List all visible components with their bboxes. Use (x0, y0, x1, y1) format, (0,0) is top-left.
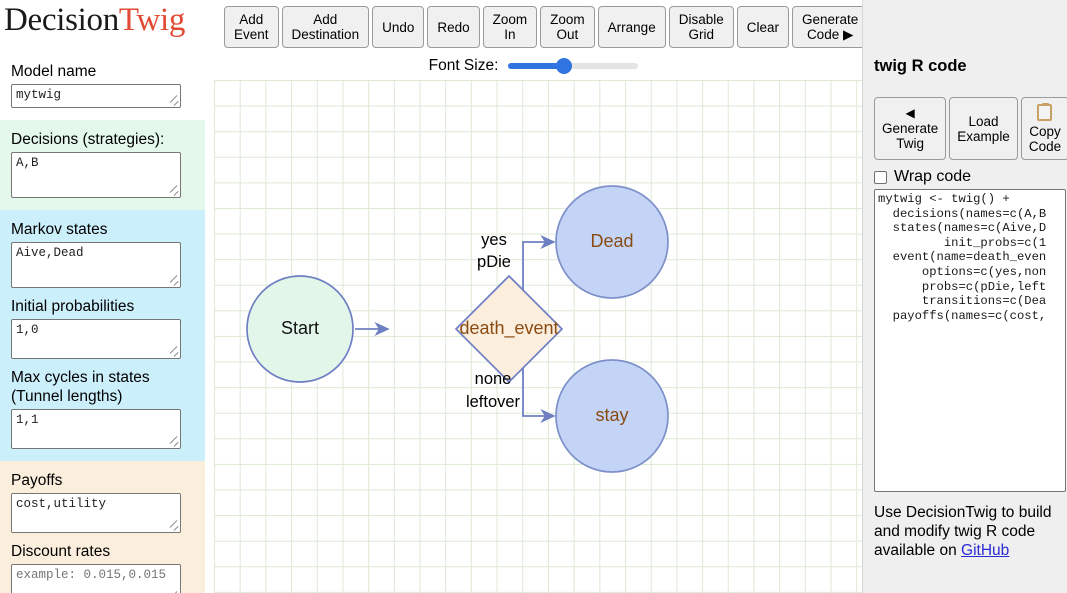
panel-footer: Use DecisionTwig to build and modify twi… (874, 503, 1060, 560)
label-initial-probabilities: Initial probabilities (11, 298, 135, 315)
logo-text-decision: Decision (4, 2, 119, 38)
slider-track (508, 62, 639, 69)
node-death-event[interactable] (454, 274, 564, 384)
disable-grid-button[interactable]: Disable Grid (668, 6, 734, 48)
diagram-canvas-area[interactable]: Font Size: (205, 52, 862, 593)
code-panel-buttons: ◀ Generate Twig Load Example Copy Code (874, 97, 1067, 160)
initial-probabilities-input[interactable]: 1,0 (11, 319, 181, 359)
field-wrap-discount-rates (11, 564, 181, 593)
generate-twig-label: Generate Twig (882, 120, 939, 151)
github-link[interactable]: GitHub (961, 542, 1010, 559)
slider-knob[interactable] (556, 57, 573, 74)
redo-button[interactable]: Redo (427, 6, 480, 48)
logo-text-twig: Twig (118, 2, 186, 38)
app-logo: DecisionTwig (4, 2, 185, 39)
undo-button[interactable]: Undo (372, 6, 425, 48)
main-toolbar: Add Event Add Destination Undo Redo Zoom In Z… (224, 6, 869, 48)
wrap-code-checkbox[interactable] (874, 170, 887, 184)
panel-markov-states: Markov states Aive,Dead Initial probabil… (0, 210, 205, 461)
generate-code-button-label: Generate Code ▶ (802, 12, 859, 42)
redo-button-label: Redo (437, 19, 470, 35)
load-example-label: Load Example (957, 113, 1010, 144)
label-max-cycles: Max cycles in states (Tunnel lengths) (11, 369, 150, 405)
left-triangle-icon: ◀ (905, 105, 915, 120)
code-content: mytwig <- twig() + decisions(names=c(A,B… (878, 192, 1047, 323)
label-model-name: Model name (11, 63, 97, 80)
code-panel-title: twig R code (874, 57, 967, 75)
field-wrap-model-name: mytwig (11, 84, 181, 108)
footer-text: Use DecisionTwig to build and modify twi… (874, 504, 1052, 559)
arrange-button[interactable]: Arrange (597, 6, 666, 48)
undo-button-label: Undo (382, 19, 415, 35)
wrap-code-label: Wrap code (894, 168, 972, 185)
font-size-label: Font Size: (428, 56, 499, 74)
max-cycles-input[interactable]: 1,1 (11, 409, 181, 449)
panel-payoffs: Payoffs cost,utility Discount rates (0, 461, 205, 593)
label-discount-rates: Discount rates (11, 543, 111, 560)
model-name-input[interactable]: mytwig (11, 84, 181, 108)
label-payoffs: Payoffs (11, 472, 63, 489)
panel-decisions: Decisions (strategies): A,B (0, 120, 205, 210)
wrap-code-row[interactable]: Wrap code (874, 168, 971, 186)
add-event-button[interactable]: Add Event (224, 6, 279, 48)
generate-twig-button[interactable]: ◀ Generate Twig (874, 97, 947, 160)
load-example-button[interactable]: Load Example (949, 97, 1018, 160)
node-dead[interactable] (555, 185, 669, 299)
font-size-control: Font Size: (205, 52, 862, 79)
model-settings-sidebar: Model name mytwig Decisions (strategies)… (0, 52, 205, 593)
markov-states-input[interactable]: Aive,Dead (11, 242, 181, 288)
node-start[interactable] (246, 275, 354, 383)
label-decisions: Decisions (strategies): (11, 131, 165, 148)
payoffs-input[interactable]: cost,utility (11, 493, 181, 533)
zoom-in-button[interactable]: Zoom In (482, 6, 538, 48)
field-wrap-markov-states: Aive,Dead (11, 242, 181, 288)
disable-grid-button-label: Disable Grid (678, 12, 724, 42)
label-markov-states: Markov states (11, 221, 108, 238)
zoom-in-button-label: Zoom In (492, 12, 528, 42)
discount-rates-input[interactable] (11, 564, 181, 593)
diagram-svg (246, 185, 669, 473)
field-wrap-initial-probabilities: 1,0 (11, 319, 181, 359)
field-wrap-payoffs: cost,utility (11, 493, 181, 533)
copy-code-label: Copy Code (1028, 123, 1062, 154)
add-destination-button-label: Add Destination (291, 12, 360, 42)
clear-button[interactable]: Clear (736, 6, 789, 48)
field-wrap-max-cycles: 1,1 (11, 409, 181, 449)
arrange-button-label: Arrange (607, 19, 656, 35)
font-size-slider[interactable] (508, 57, 639, 74)
model-diagram[interactable]: Start death_event Dead stay yes pDie non… (205, 80, 862, 593)
slider-fill (508, 62, 566, 69)
zoom-out-button-label: Zoom Out (550, 12, 585, 42)
node-stay[interactable] (555, 359, 669, 473)
add-destination-button[interactable]: Add Destination (281, 6, 370, 48)
code-panel: twig R code ◀ Generate Twig Load Example… (862, 0, 1067, 593)
copy-code-button[interactable]: Copy Code (1020, 97, 1067, 160)
code-textarea[interactable]: mytwig <- twig() + decisions(names=c(A,B… (874, 189, 1066, 492)
clipboard-icon (1037, 102, 1053, 121)
decisions-input[interactable]: A,B (11, 152, 181, 198)
generate-code-button[interactable]: Generate Code ▶ (792, 6, 869, 48)
zoom-out-button[interactable]: Zoom Out (540, 6, 595, 48)
panel-model-name: Model name mytwig (0, 52, 205, 120)
field-wrap-decisions: A,B (11, 152, 181, 198)
add-event-button-label: Add Event (234, 12, 269, 42)
clear-button-label: Clear (746, 19, 779, 35)
